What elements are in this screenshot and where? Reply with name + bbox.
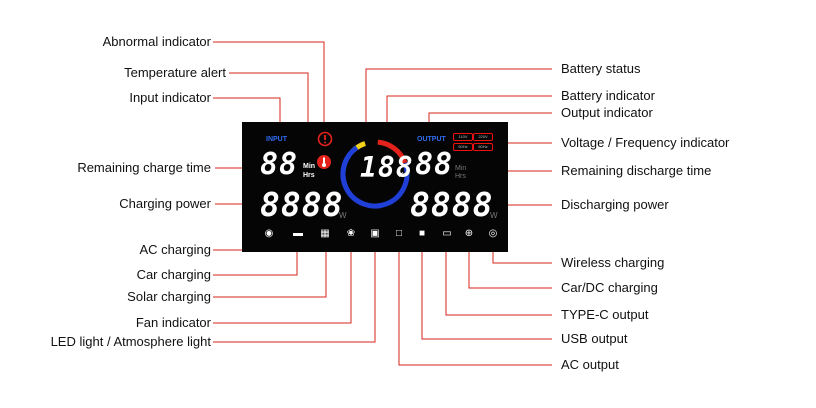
label-remaining-discharge: Remaining discharge time	[561, 163, 712, 178]
label-solar-charging: Solar charging	[127, 289, 211, 304]
leader-fan	[213, 242, 352, 324]
ac-charging-icon: ◉	[264, 228, 274, 239]
label-ac-charging: AC charging	[139, 242, 211, 257]
freq-box-50: 50Hz	[453, 143, 473, 151]
usb-icon: ■	[418, 228, 426, 239]
label-remaining-charge: Remaining charge time	[77, 160, 211, 175]
discharging-watt-unit: W	[490, 211, 498, 220]
charge-time-digits: 88	[260, 147, 299, 182]
label-battery-status: Battery status	[561, 61, 641, 76]
leader-typec	[445, 243, 552, 316]
lcd-panel: INPUT OUTPUT 88 Min Hrs 188 % 88 Min	[242, 122, 508, 252]
label-battery-indicator: Battery indicator	[561, 88, 655, 103]
label-ac-output: AC output	[561, 357, 619, 372]
led-light-icon: ▣	[370, 228, 380, 239]
leader-abnormal	[213, 41, 325, 134]
discharge-hrs-unit: Hrs	[455, 173, 466, 180]
leader-car-charging	[213, 242, 298, 276]
voltage-box-220: 220V	[473, 133, 493, 141]
label-wireless: Wireless charging	[561, 255, 665, 270]
discharge-min-unit: Min	[455, 165, 467, 172]
label-temperature: Temperature alert	[124, 65, 226, 80]
output-indicator: OUTPUT	[417, 136, 446, 143]
wireless-icon: ◎	[488, 228, 498, 239]
thermometer-icon	[317, 155, 331, 169]
ac-output-icon: □	[395, 228, 403, 239]
fan-icon: ❀	[346, 228, 356, 239]
label-output-indicator: Output indicator	[561, 105, 653, 120]
battery-percent-digits: 188	[360, 151, 414, 184]
label-discharging-power: Discharging power	[561, 197, 669, 212]
label-fan: Fan indicator	[135, 315, 211, 330]
abnormal-icon	[317, 131, 333, 147]
leader-solar-charging	[213, 242, 327, 298]
car-icon: ▬	[293, 228, 303, 239]
leader-ac-output	[398, 243, 552, 366]
leader-usb	[421, 243, 552, 340]
label-typec: TYPE-C output	[561, 307, 649, 322]
label-input: Input indicator	[129, 90, 211, 105]
charge-min-unit: Min	[303, 163, 316, 170]
label-car-charging: Car charging	[136, 267, 211, 282]
label-usb: USB output	[561, 331, 628, 346]
car-dc-icon: ⊕	[464, 228, 474, 239]
voltage-box-110: 110V	[453, 133, 473, 141]
label-led: LED light / Atmosphere light	[50, 334, 211, 349]
percent-sign: %	[398, 172, 405, 179]
leader-led	[213, 242, 376, 343]
discharge-time-digits: 88	[415, 147, 454, 182]
label-abnormal: Abnormal indicator	[102, 34, 211, 49]
label-charging-power: Charging power	[119, 196, 211, 211]
leader-battery-status	[365, 68, 552, 142]
label-car-dc: Car/DC charging	[561, 280, 658, 295]
type-c-icon: ▭	[442, 228, 452, 239]
charging-watt-unit: W	[339, 211, 347, 220]
charging-power-digits: 8888	[260, 185, 344, 224]
solar-panel-icon: ▦	[320, 228, 330, 239]
freq-box-60: 60Hz	[473, 143, 493, 151]
leader-car-dc	[468, 243, 552, 289]
label-voltage-freq: Voltage / Frequency indicator	[561, 135, 730, 150]
input-indicator: INPUT	[266, 136, 287, 143]
discharging-power-digits: 8888	[410, 185, 494, 224]
charge-hrs-unit: Hrs	[303, 172, 315, 179]
battery-ring	[340, 139, 410, 209]
